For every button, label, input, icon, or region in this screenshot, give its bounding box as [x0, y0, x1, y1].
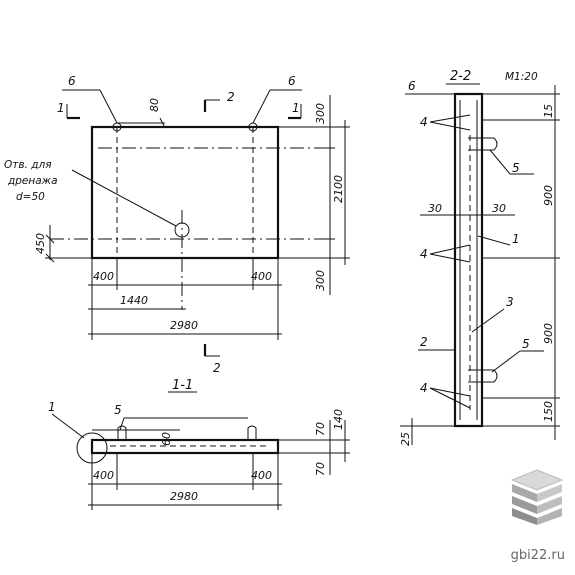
- dim-400-right: 400: [251, 270, 272, 283]
- callout-6-left: 6: [68, 74, 76, 88]
- section-2-callout-6: 6: [408, 79, 416, 93]
- drain-note-line-3: d=50: [16, 191, 45, 203]
- section-1-dim-400-right: 400: [251, 469, 272, 482]
- section-2-callout-2: 2: [420, 335, 428, 349]
- drain-note-line-2: дренажа: [7, 175, 58, 187]
- dim-70-bottom: 70: [314, 462, 327, 476]
- section-1-1: 1-1 1 5 60 70 140 70 400 400 2980: [48, 378, 350, 510]
- section-2-callout-5-b: 5: [522, 337, 530, 351]
- section-2-callout-1: 1: [512, 232, 520, 246]
- section-1-dim-400-left: 400: [93, 469, 114, 482]
- section-1-body: [90, 438, 280, 455]
- dim-2980: 2980: [170, 319, 198, 332]
- section-1-callout-1: 1: [48, 400, 56, 414]
- dim-150: 150: [542, 401, 555, 422]
- section-2-2: 2-2 M1:20 6 4 4 4 5 5 1 2 3: [399, 69, 560, 446]
- section-2-callout-4-b: 4: [420, 247, 428, 261]
- cut-mark-1-right: 1: [292, 101, 300, 115]
- watermark: gbi22.ru: [510, 548, 565, 563]
- dim-2100: 2100: [332, 175, 345, 203]
- section-2-callout-5-a: 5: [512, 161, 520, 175]
- dim-900-top: 900: [542, 185, 555, 206]
- dim-80: 80: [148, 98, 161, 112]
- section-mark-2-bottom: 2: [213, 361, 221, 375]
- dim-70-top: 70: [314, 422, 327, 436]
- drain-note-line-1: Отв. для: [4, 159, 52, 171]
- cut-mark-1-left: 1: [57, 101, 65, 115]
- dim-30-right: 30: [492, 202, 506, 215]
- loop-top: [468, 137, 498, 151]
- scale-label: M1:20: [505, 71, 538, 83]
- site-logo: [510, 469, 564, 525]
- section-1-dim-2980: 2980: [170, 490, 198, 503]
- section-2-body: [453, 92, 484, 428]
- dim-140: 140: [332, 409, 345, 430]
- dim-300-top: 300: [314, 103, 327, 124]
- section-mark-2-top: 2: [227, 90, 235, 104]
- section-2-callout-4-c: 4: [420, 381, 428, 395]
- section-2-2-title: 2-2: [450, 69, 471, 84]
- dim-25: 25: [399, 432, 412, 446]
- dim-400-left: 400: [93, 270, 114, 283]
- panel-outline: [90, 125, 280, 260]
- section-2-callout-4-a: 4: [420, 115, 428, 129]
- dim-60: 60: [160, 432, 173, 446]
- dim-450: 450: [34, 233, 47, 254]
- callout-6-right: 6: [288, 74, 296, 88]
- section-1-1-title: 1-1: [172, 378, 193, 393]
- drain-hole: [174, 222, 190, 238]
- dim-1440: 1440: [120, 294, 148, 307]
- dim-900-bottom: 900: [542, 323, 555, 344]
- plan-view: 6 6 1 1 2 2 80 300 2100 300: [4, 74, 350, 375]
- dim-30-left: 30: [428, 202, 442, 215]
- dim-15: 15: [542, 104, 555, 118]
- dim-300-bottom: 300: [314, 270, 327, 291]
- section-1-callout-5: 5: [114, 403, 122, 417]
- section-2-callout-3: 3: [506, 295, 514, 309]
